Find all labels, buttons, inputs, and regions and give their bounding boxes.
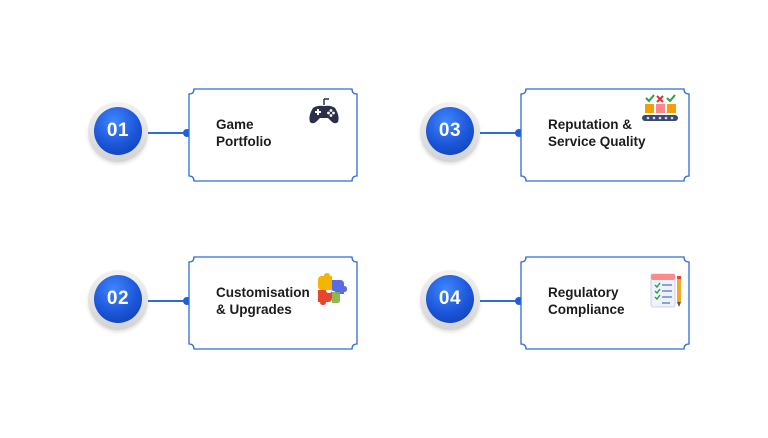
- connector-dot: [515, 297, 523, 305]
- step-title: Game Portfolio: [216, 117, 272, 149]
- connector-line: [148, 132, 186, 134]
- rating-icon: [642, 94, 678, 121]
- step-card: Game Portfolio: [188, 88, 358, 182]
- step-02: 02 Customisation & Upgrades: [88, 256, 378, 352]
- connector-dot: [183, 297, 191, 305]
- step-card: Customisation & Upgrades: [188, 256, 358, 350]
- step-number-badge: 03: [420, 102, 480, 162]
- step-number-badge: 01: [88, 102, 148, 162]
- step-01: 01 Game Portfolio: [88, 88, 378, 184]
- step-number: 03: [426, 107, 474, 155]
- step-title: Customisation & Upgrades: [216, 285, 310, 317]
- step-title: Regulatory Compliance: [548, 285, 625, 317]
- puzzle-icon: [318, 273, 347, 305]
- step-number: 02: [94, 275, 142, 323]
- step-card: Regulatory Compliance: [520, 256, 690, 350]
- connector-line: [480, 132, 518, 134]
- connector-dot: [183, 129, 191, 137]
- gamepad-icon: [309, 98, 339, 124]
- step-number: 04: [426, 275, 474, 323]
- step-number-badge: 02: [88, 270, 148, 330]
- connector-dot: [515, 129, 523, 137]
- checklist-icon: [650, 273, 681, 308]
- connector-line: [148, 300, 186, 302]
- step-03: 03 Reputation & Service Quality: [420, 88, 710, 184]
- step-number-badge: 04: [420, 270, 480, 330]
- connector-line: [480, 300, 518, 302]
- step-04: 04 Regulatory Compliance: [420, 256, 710, 352]
- step-title: Reputation & Service Quality: [548, 117, 646, 149]
- step-card: Reputation & Service Quality: [520, 88, 690, 182]
- step-number: 01: [94, 107, 142, 155]
